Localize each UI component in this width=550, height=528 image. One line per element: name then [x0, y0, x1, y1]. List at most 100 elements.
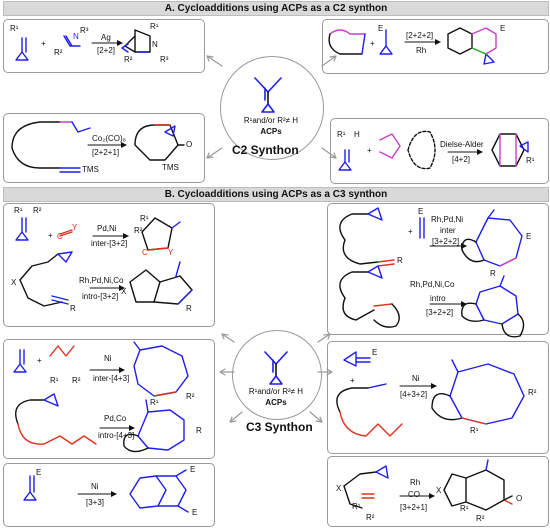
b1-y: Y: [72, 223, 78, 232]
b5-p-e1: E: [190, 465, 196, 474]
a4-r1: R¹: [337, 130, 346, 139]
b4-p-r2: R²: [528, 388, 537, 397]
b3-intro-cat: Pd,Co: [104, 414, 127, 423]
panel-a2-222: [322, 19, 549, 74]
panel-a3-pauson-khand: [3, 113, 205, 183]
b6-type: [3+2+1]: [400, 503, 428, 512]
a1-p-n: N: [152, 40, 158, 49]
c2-r-note: R¹and/or R²≠ H: [243, 116, 299, 125]
a1-cat: Ag: [101, 33, 111, 42]
center-circle-c3: [232, 330, 322, 420]
section-a-header: A. Cycloadditions using ACPs as a C2 syn…: [3, 1, 549, 16]
b6-r1: R¹: [352, 502, 361, 511]
c3-pointer-arrows: [219, 333, 333, 423]
b1-cat: Pd,Ni: [97, 224, 117, 233]
b5-p-e2: E: [192, 508, 198, 517]
c3-synthon-title: C3 Synthon: [246, 420, 313, 434]
b2-intro-cat: Rh,Pd,Ni,Co: [410, 280, 455, 289]
b3-plus: +: [37, 356, 42, 365]
section-b-header: B. Cycloadditions using ACPs as a C3 syn…: [3, 187, 549, 202]
b2-structures: [339, 207, 523, 267]
c2-synthon-title: C2 Synthon: [232, 143, 299, 157]
b1-intro-type: intro-[3+2]: [82, 292, 119, 301]
a4-rxn: Dielse-Alder: [440, 140, 484, 149]
b6-cat: Rh: [410, 478, 421, 487]
a1-plus: +: [41, 39, 46, 48]
b2-intro-structures: [339, 265, 525, 338]
c2-acps-label: ACPs: [260, 127, 282, 136]
b3-intro-structures: [15, 393, 185, 453]
a1-r1: R¹: [10, 24, 19, 33]
panel-b2-322: [327, 203, 549, 335]
b2-intro: intro: [430, 294, 446, 303]
acp-c3-structure: [264, 351, 288, 385]
a3-cat: Co₂(CO)₈: [92, 134, 126, 143]
b2-r: R: [397, 256, 403, 265]
b1-r2: R²: [33, 206, 42, 215]
a4-p-r1: R¹: [526, 156, 535, 165]
b6-structures: [343, 459, 513, 511]
a1-type: [2+2]: [97, 46, 116, 55]
a3-o: O: [186, 140, 193, 149]
b2-cat: Rh,Pd,Ni: [431, 215, 464, 224]
b1-p-r2: R²: [134, 226, 143, 235]
a4-type: [4+2]: [452, 155, 471, 164]
a2-type: [2+2+2]: [406, 31, 434, 40]
b1-x: X: [11, 278, 17, 287]
b1-intro-structures: [19, 251, 193, 307]
b2-type: [3+2+2]: [432, 237, 460, 246]
b2-inter: inter: [440, 226, 456, 235]
b6-p-o: O: [516, 494, 523, 503]
panel-b6-321: [327, 456, 549, 527]
panel-a1-azetidine: [3, 19, 205, 73]
b1-p-r1: R¹: [140, 214, 149, 223]
acp-c2-structure: [254, 77, 282, 113]
a2-structures: [328, 27, 497, 65]
c3-acps-label: ACPs: [265, 398, 287, 407]
b3-r1: R¹: [50, 376, 59, 385]
b5-cat: Ni: [91, 482, 99, 491]
b4-type: [4+3+2]: [400, 390, 428, 399]
b1-c: C: [57, 232, 63, 241]
b3-cat: Ni: [104, 354, 112, 363]
a1-r2: R²: [54, 48, 63, 57]
b1-intro-cat: Rh,Pd,Ni,Co: [79, 276, 124, 285]
panel-b3-43: [3, 339, 215, 459]
b6-p-r2: R²: [476, 514, 485, 523]
b3-p-r: R: [196, 426, 202, 435]
b3-type: inter-[4+3]: [93, 374, 130, 383]
b4-e: E: [372, 348, 378, 357]
b1-p-x: X: [121, 287, 127, 296]
b3-p-r1: R¹: [150, 398, 159, 407]
a3-structures: [11, 121, 185, 173]
a3-tms: TMS: [82, 165, 99, 174]
b3-structures: [13, 341, 189, 397]
a1-p-r3: R³: [160, 55, 169, 64]
a1-structures: [15, 29, 151, 61]
b1-p-y: Y: [168, 248, 174, 257]
c3-r-note: R¹and/or R²≠ H: [248, 387, 304, 396]
a1-p-r1: R¹: [150, 22, 159, 31]
b1-structures: [15, 217, 181, 251]
a3-p-tms: TMS: [162, 163, 179, 172]
b5-type: [3+3]: [86, 498, 105, 507]
b2-p-e: E: [526, 232, 532, 241]
center-circle-c2: [220, 56, 324, 160]
a4-structures: [338, 130, 529, 171]
b1-p-r: R: [186, 304, 192, 313]
b6-p-x: X: [436, 486, 442, 495]
b3-r2: R²: [72, 376, 81, 385]
a2-plus: +: [370, 39, 375, 48]
panel-a4-diels-alder: [330, 118, 549, 184]
b4-structures: [336, 351, 525, 437]
b6-p-r1: R¹: [460, 504, 469, 513]
b2-e: E: [418, 207, 424, 216]
b1-type: inter-[3+2]: [91, 239, 128, 248]
b6-x: X: [336, 484, 342, 493]
b1-p-c: C: [142, 248, 148, 257]
a2-cat: Rh: [416, 46, 427, 55]
b6-co: CO: [408, 490, 420, 499]
b2-p-r: R: [490, 269, 496, 278]
b4-p-r1: R¹: [470, 426, 479, 435]
